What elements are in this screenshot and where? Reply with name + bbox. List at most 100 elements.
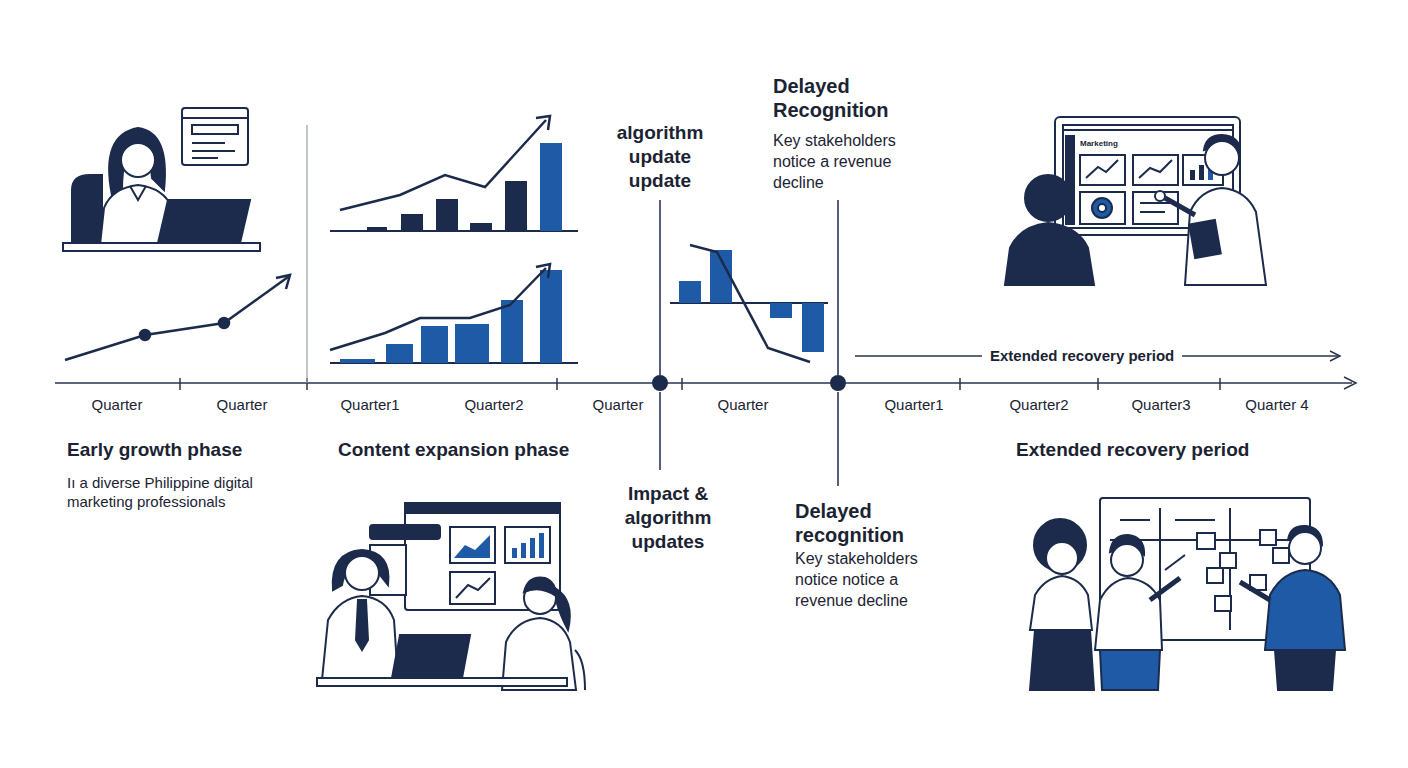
event-heading: Impact & algorithm updates xyxy=(613,482,723,554)
browser-window xyxy=(192,125,238,134)
bar-line-chart xyxy=(340,120,546,210)
team-whiteboard xyxy=(1030,576,1092,630)
team-dashboard xyxy=(356,600,368,650)
event-marker xyxy=(659,200,661,375)
bar-line-chart xyxy=(470,223,492,231)
person-at-laptop xyxy=(121,143,155,177)
team-dashboard xyxy=(317,503,585,690)
team-whiteboard xyxy=(1165,555,1185,570)
team-whiteboard xyxy=(1265,570,1345,650)
team-dashboard xyxy=(405,503,560,513)
team-dashboard xyxy=(505,527,550,563)
timeline-axis xyxy=(55,382,1352,384)
presenter-monitor xyxy=(1063,129,1233,131)
team-whiteboard xyxy=(1240,582,1270,600)
bar-line-chart xyxy=(330,264,578,363)
person-at-laptop xyxy=(63,243,260,251)
phase-heading: Early growth phase xyxy=(67,438,307,462)
period-label: Extended recovery period xyxy=(982,346,1182,365)
bar-line-chart xyxy=(536,116,550,130)
growth-line-chart xyxy=(219,318,229,328)
presenter-monitor xyxy=(1140,202,1170,204)
team-whiteboard xyxy=(1030,630,1094,690)
person-at-laptop xyxy=(130,186,146,200)
team-whiteboard xyxy=(1220,553,1236,568)
event-heading: Delayed recognition xyxy=(795,499,930,547)
team-whiteboard xyxy=(1100,650,1160,690)
bar-line-chart xyxy=(505,181,527,231)
phase-divider xyxy=(306,125,307,383)
bar-line-chart xyxy=(330,268,546,350)
team-dashboard xyxy=(333,550,389,590)
bar-line-chart xyxy=(436,199,458,231)
team-whiteboard xyxy=(1197,533,1215,549)
person-at-laptop xyxy=(72,175,102,245)
decline-chart xyxy=(802,303,824,352)
browser-window xyxy=(182,117,248,119)
axis-label: Quarter3 xyxy=(1111,395,1211,414)
presenter-monitor xyxy=(1025,175,1071,221)
team-whiteboard xyxy=(1275,650,1335,690)
axis-label: Quarter2 xyxy=(444,395,544,414)
team-whiteboard xyxy=(1207,568,1223,583)
phase-description: Iı a diverse Philippine digital marketin… xyxy=(67,473,312,511)
axis-label: Quarter1 xyxy=(864,395,964,414)
bar-line-chart xyxy=(386,344,413,363)
team-dashboard xyxy=(539,533,544,558)
presenter-monitor xyxy=(1080,155,1125,185)
team-whiteboard xyxy=(1215,596,1231,611)
team-dashboard xyxy=(392,635,470,678)
presenter-monitor xyxy=(1165,198,1195,215)
event-marker xyxy=(837,200,839,375)
event-marker xyxy=(659,392,661,470)
decline-chart xyxy=(670,245,828,362)
presenter-monitor xyxy=(1092,198,1112,218)
presenter-monitor xyxy=(1205,141,1239,175)
browser-window xyxy=(182,108,248,165)
presenter-monitor xyxy=(1185,188,1266,285)
timeline-axis xyxy=(55,377,1356,390)
decline-chart xyxy=(770,303,792,318)
event-marker xyxy=(652,375,668,391)
timeline-axis xyxy=(1344,377,1356,389)
timeline-axis xyxy=(1097,378,1099,390)
presenter-monitor xyxy=(1190,170,1195,180)
team-dashboard xyxy=(454,535,490,558)
presenter-monitor xyxy=(1189,220,1221,258)
bar-line-chart xyxy=(540,143,562,231)
browser-window xyxy=(192,142,225,144)
growth-line-chart xyxy=(276,275,290,289)
phase-divider xyxy=(306,125,307,383)
team-dashboard xyxy=(317,678,567,686)
team-whiteboard xyxy=(1260,530,1276,545)
timeline-axis xyxy=(556,378,558,390)
person-at-laptop xyxy=(158,200,250,243)
event-heading: algorithm update update xyxy=(605,121,715,193)
team-whiteboard xyxy=(1046,542,1078,574)
growth-line-chart xyxy=(65,277,288,360)
recovery-arrow xyxy=(1330,351,1340,361)
browser-window xyxy=(192,150,235,152)
team-dashboard xyxy=(322,596,398,680)
team-whiteboard xyxy=(1095,578,1162,650)
team-dashboard xyxy=(345,556,379,590)
event-heading: Delayed Recognition xyxy=(773,74,908,122)
axis-label: Quarter xyxy=(67,395,167,414)
team-whiteboard xyxy=(1175,519,1215,521)
team-whiteboard xyxy=(1030,498,1345,690)
event-description: Key stakeholders notice a revenue declin… xyxy=(773,130,918,193)
team-whiteboard xyxy=(1273,548,1289,563)
presenter-monitor xyxy=(1080,192,1125,224)
presenter-monitor xyxy=(1005,117,1266,285)
bar-line-chart xyxy=(536,264,550,278)
axis-label: Quarter2 xyxy=(989,395,1089,414)
presenter-monitor xyxy=(1098,204,1106,212)
presenter-monitor xyxy=(1140,211,1165,213)
decline-chart xyxy=(690,245,810,362)
team-dashboard xyxy=(524,578,556,596)
team-whiteboard xyxy=(1150,578,1180,600)
event-description: Key stakeholders notice notice a revenue… xyxy=(795,548,940,611)
axis-label: Quarter xyxy=(192,395,292,414)
team-dashboard xyxy=(521,543,526,558)
